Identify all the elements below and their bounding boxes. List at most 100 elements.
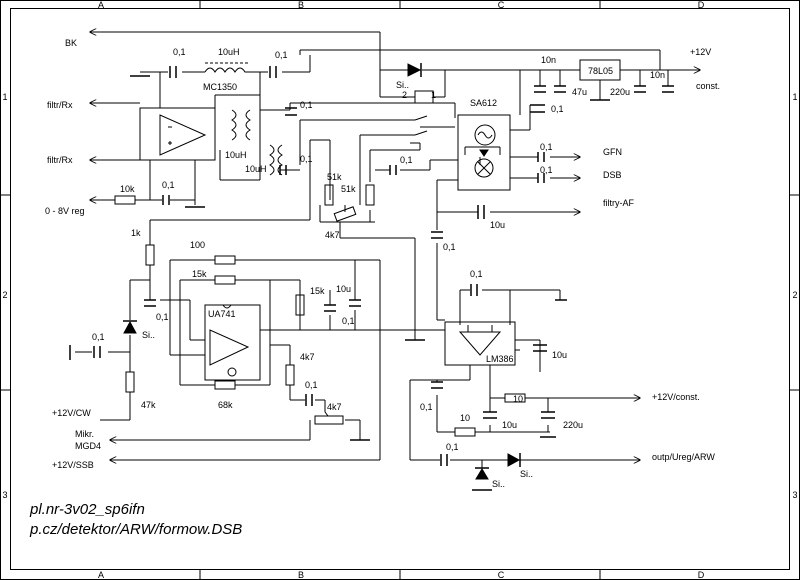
- label-lm386: LM386: [486, 354, 514, 364]
- label-c01-n: 0,1: [420, 402, 433, 412]
- label-c01-e: 0,1: [300, 154, 313, 164]
- port-const: const.: [696, 81, 720, 91]
- label-si-top: Si..: [396, 80, 409, 90]
- col-label-a-top: A: [98, 0, 104, 10]
- ua741-opamp: [204, 304, 261, 381]
- col-label-c-top: C: [498, 0, 505, 10]
- row-label-2-right: 2: [792, 290, 797, 300]
- label-c01-h: 0,1: [443, 242, 456, 252]
- label-c01-a: 0,1: [173, 47, 186, 57]
- label-c01-gfn: 0,1: [540, 142, 553, 152]
- port-out-ureg: outp/Ureg/ARW: [652, 452, 715, 462]
- label-si-out1: Si..: [492, 479, 505, 489]
- label-c10u-c: 10u: [552, 350, 567, 360]
- label-l10uh-c: 10uH: [245, 164, 267, 174]
- label-r10-a: 10: [460, 413, 470, 423]
- port-bk: BK: [65, 38, 77, 48]
- port-filtr-rx-2: filtr/Rx: [47, 155, 73, 165]
- port-12v: +12V: [690, 47, 711, 57]
- port-12v-ssb: +12V/SSB: [52, 460, 94, 470]
- label-c01-d: 0,1: [300, 100, 313, 110]
- label-r100: 100: [190, 240, 205, 250]
- label-78l05: 78L05: [588, 66, 613, 76]
- label-r4k7: 4k7: [300, 352, 315, 362]
- col-label-b-bottom: B: [298, 570, 304, 580]
- label-r51k-a: 51k: [327, 172, 342, 182]
- col-label-a-bottom: A: [98, 570, 104, 580]
- ground-symbols: [69, 75, 610, 491]
- label-c01-o: 0,1: [446, 442, 459, 452]
- label-c10u-d: 10u: [502, 420, 517, 430]
- label-r1k: 1k: [131, 228, 141, 238]
- label-r10-b: 10: [513, 394, 523, 404]
- capacitors: [93, 66, 674, 466]
- resistors: [114, 184, 526, 437]
- label-r68k: 68k: [218, 400, 233, 410]
- row-label-3-right: 3: [792, 490, 797, 500]
- label-ua741: UA741: [208, 309, 236, 319]
- port-filtry-af: filtry-AF: [603, 198, 634, 208]
- diodes: [123, 63, 521, 480]
- label-l10uh-a: 10uH: [218, 47, 240, 57]
- label-r10k: 10k: [120, 184, 135, 194]
- label-r15k-a: 15k: [192, 269, 207, 279]
- component-labels: 0,1 10uH 0,1 MC1350 Si.. 2 1 10n 78L05 1…: [92, 47, 665, 489]
- footer-line-1: pl.nr-3v02_sp6ifn: [29, 501, 145, 518]
- label-c10n-a: 10n: [541, 55, 556, 65]
- label-pin2: 2: [402, 90, 407, 100]
- lm386-amplifier: [444, 321, 516, 366]
- mc1350-amplifier: [139, 107, 216, 161]
- wires: [75, 32, 700, 472]
- regulator-78l05: [579, 59, 621, 81]
- row-label-1-left: 1: [2, 92, 7, 102]
- port-labels: BK filtr/Rx filtr/Rx 0 - 8V reg +12V/CW …: [45, 38, 720, 470]
- port-mikr: Mikr.: [75, 429, 94, 439]
- label-c01-k: 0,1: [92, 332, 105, 342]
- label-c10u-a: 10u: [490, 220, 505, 230]
- port-mgd4: MGD4: [75, 441, 101, 451]
- row-label-3-left: 3: [2, 490, 7, 500]
- label-r47k: 47k: [141, 400, 156, 410]
- footer-line-2: p.cz/detektor/ARW/formow.DSB: [29, 521, 242, 538]
- port-dsb: DSB: [603, 170, 622, 180]
- label-c01-j: 0,1: [342, 316, 355, 326]
- label-r15k-b: 15k: [310, 286, 325, 296]
- port-12v-cw: +12V/CW: [52, 408, 91, 418]
- label-pot4k7-a: 4k7: [325, 230, 340, 240]
- port-gfn: GFN: [603, 147, 622, 157]
- footer: pl.nr-3v02_sp6ifn p.cz/detektor/ARW/form…: [29, 501, 242, 538]
- label-c01-i: 0,1: [156, 312, 169, 322]
- label-c220u-b: 220u: [563, 420, 583, 430]
- label-si-cw: Si..: [142, 330, 155, 340]
- label-c01-c: 0,1: [551, 104, 564, 114]
- potentiometers: [314, 205, 357, 425]
- label-sa612: SA612: [470, 98, 497, 108]
- col-label-b-top: B: [298, 0, 304, 10]
- label-r51k-b: 51k: [341, 184, 356, 194]
- label-c47u: 47u: [572, 87, 587, 97]
- relay-coil: [414, 90, 434, 104]
- label-c01-dsb: 0,1: [540, 165, 553, 175]
- row-label-1-right: 1: [792, 92, 797, 102]
- row-label-2-left: 2: [2, 290, 7, 300]
- sa612-mixer: [457, 114, 511, 191]
- label-c01-l: 0,1: [305, 380, 318, 390]
- label-l10uh-b: 10uH: [225, 150, 247, 160]
- label-pot4k7-b: 4k7: [327, 402, 342, 412]
- port-filtr-rx-1: filtr/Rx: [47, 100, 73, 110]
- label-mc1350: MC1350: [203, 82, 237, 92]
- col-label-c-bottom: C: [498, 570, 505, 580]
- label-c01-f: 0,1: [400, 155, 413, 165]
- label-c01-m: 0,1: [470, 269, 483, 279]
- col-label-d-bottom: D: [698, 570, 705, 580]
- relay: [410, 90, 434, 144]
- port-reg: 0 - 8V reg: [45, 206, 85, 216]
- label-c01-b: 0,1: [275, 50, 288, 60]
- label-pin1: 1: [431, 90, 436, 100]
- label-c01-g: 0,1: [162, 180, 175, 190]
- label-c10u-b: 10u: [336, 284, 351, 294]
- port-12v-const: +12V/const.: [652, 392, 700, 402]
- label-c10n-b: 10n: [650, 70, 665, 80]
